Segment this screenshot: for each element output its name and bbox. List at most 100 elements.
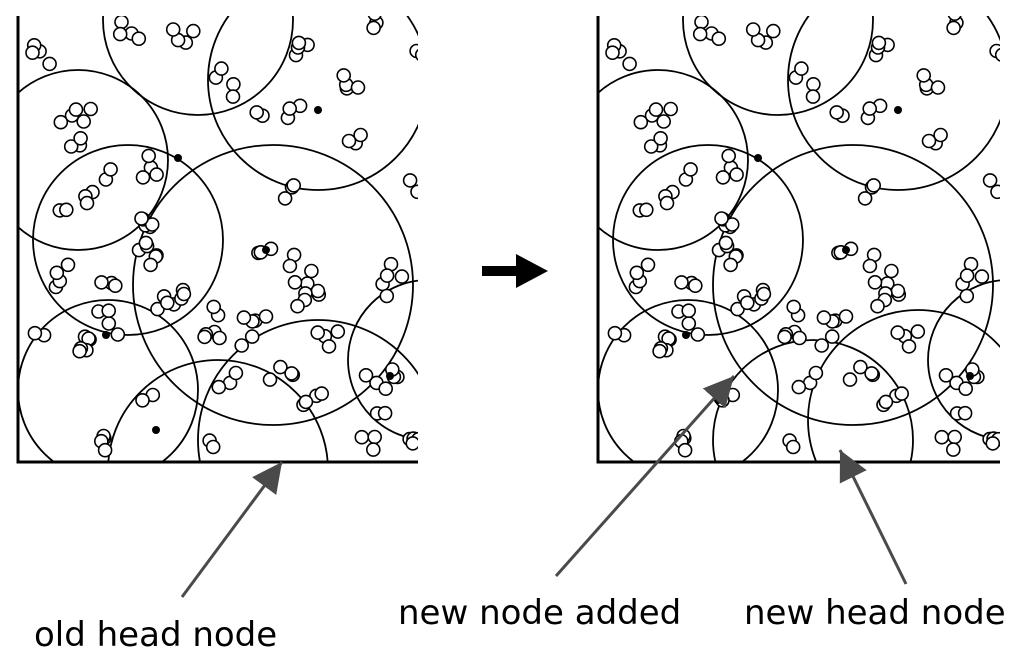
sensor-node xyxy=(205,439,221,455)
sensor-node xyxy=(890,283,906,299)
sensor-node xyxy=(410,184,418,200)
sensor-node xyxy=(894,386,910,401)
new-node-pointer xyxy=(554,375,736,577)
sensor-node xyxy=(890,325,906,340)
sensor-node xyxy=(353,127,368,143)
sensor-node xyxy=(402,173,418,188)
sensor-node xyxy=(990,184,1000,200)
sensor-node xyxy=(144,217,160,232)
sensor-node xyxy=(244,329,260,344)
sensor-node xyxy=(622,56,637,72)
sensor-node xyxy=(711,31,727,47)
sensor-node xyxy=(249,105,265,120)
sensor-node xyxy=(959,268,975,283)
new-node-label: new node added xyxy=(398,593,681,633)
after-panel xyxy=(596,16,1000,464)
sensor-node xyxy=(933,127,948,143)
sensor-node xyxy=(197,329,212,345)
sensor-node xyxy=(367,429,383,445)
sensor-node xyxy=(101,316,117,331)
sensor-node xyxy=(739,295,755,311)
sensor-node xyxy=(186,23,201,39)
sensor-node xyxy=(870,298,885,314)
sensor-node xyxy=(934,429,950,445)
sensor-node xyxy=(225,89,241,104)
sensor-node xyxy=(258,309,274,324)
sensor-node xyxy=(60,257,76,273)
sensor-node xyxy=(785,439,801,455)
sensor-node xyxy=(27,325,43,341)
sensor-node xyxy=(131,31,147,47)
sensor-node xyxy=(135,170,151,185)
sensor-node xyxy=(806,77,821,92)
sensor-node xyxy=(228,365,244,381)
sensor-node xyxy=(354,429,370,445)
sensor-node xyxy=(135,392,150,408)
sensor-node xyxy=(683,162,698,177)
sensor-node xyxy=(945,442,961,457)
sensor-node xyxy=(765,23,781,39)
sensor-node xyxy=(723,257,738,273)
sensor-node xyxy=(930,80,946,95)
sensor-node xyxy=(910,324,926,339)
sensor-node xyxy=(824,329,840,344)
coverage-circle xyxy=(807,309,1000,462)
sensor-node xyxy=(718,235,734,251)
head-node xyxy=(262,246,270,254)
sensor-node xyxy=(862,258,878,274)
coverage-circle xyxy=(347,279,418,441)
sensor-node xyxy=(53,114,69,130)
sensor-node xyxy=(808,365,824,381)
sensor-node xyxy=(176,286,192,302)
sensor-node xyxy=(829,105,845,120)
sensor-node xyxy=(211,379,227,395)
sensor-node xyxy=(314,386,330,401)
sensor-node xyxy=(777,329,792,345)
sensor-node xyxy=(921,133,937,149)
head-node xyxy=(386,372,394,380)
after-network xyxy=(598,16,1000,462)
sensor-node xyxy=(414,48,418,61)
coverage-circle xyxy=(18,69,169,251)
sensor-node xyxy=(226,77,241,92)
sensor-node xyxy=(959,288,975,304)
sensor-node xyxy=(291,35,307,51)
sensor-node xyxy=(358,367,374,383)
sensor-node xyxy=(681,303,697,319)
sensor-node xyxy=(857,191,873,206)
coverage-circle xyxy=(712,144,994,426)
sensor-node xyxy=(867,274,883,290)
sensor-node xyxy=(643,139,659,154)
sensor-node xyxy=(629,265,645,281)
sensor-node xyxy=(916,68,932,83)
sensor-node xyxy=(659,195,675,211)
coverage-circle xyxy=(197,319,418,462)
head-node xyxy=(682,331,690,339)
coverage-circle xyxy=(612,144,804,336)
sensor-node xyxy=(958,381,974,397)
sensor-node xyxy=(878,394,894,410)
sensor-node xyxy=(652,343,667,359)
sensor-node xyxy=(724,217,740,232)
sensor-node xyxy=(304,263,319,279)
sensor-node xyxy=(745,22,761,37)
sensor-node xyxy=(79,195,95,211)
head-node xyxy=(152,426,160,434)
new-head-pointer xyxy=(838,449,908,585)
sensor-node xyxy=(367,16,382,21)
sensor-node xyxy=(97,442,113,458)
sensor-node xyxy=(692,26,708,42)
sensor-node xyxy=(648,102,664,117)
right-arrow-icon xyxy=(482,254,548,288)
sensor-node xyxy=(94,275,109,290)
sensor-node xyxy=(982,173,998,188)
sensor-node xyxy=(884,263,899,279)
sensor-node xyxy=(341,133,357,149)
sensor-node xyxy=(286,178,302,193)
sensor-node xyxy=(663,101,679,117)
sensor-node xyxy=(638,202,654,218)
sensor-node xyxy=(721,148,737,164)
sensor-node xyxy=(68,102,84,117)
sensor-node xyxy=(791,379,807,395)
sensor-node xyxy=(653,131,668,146)
